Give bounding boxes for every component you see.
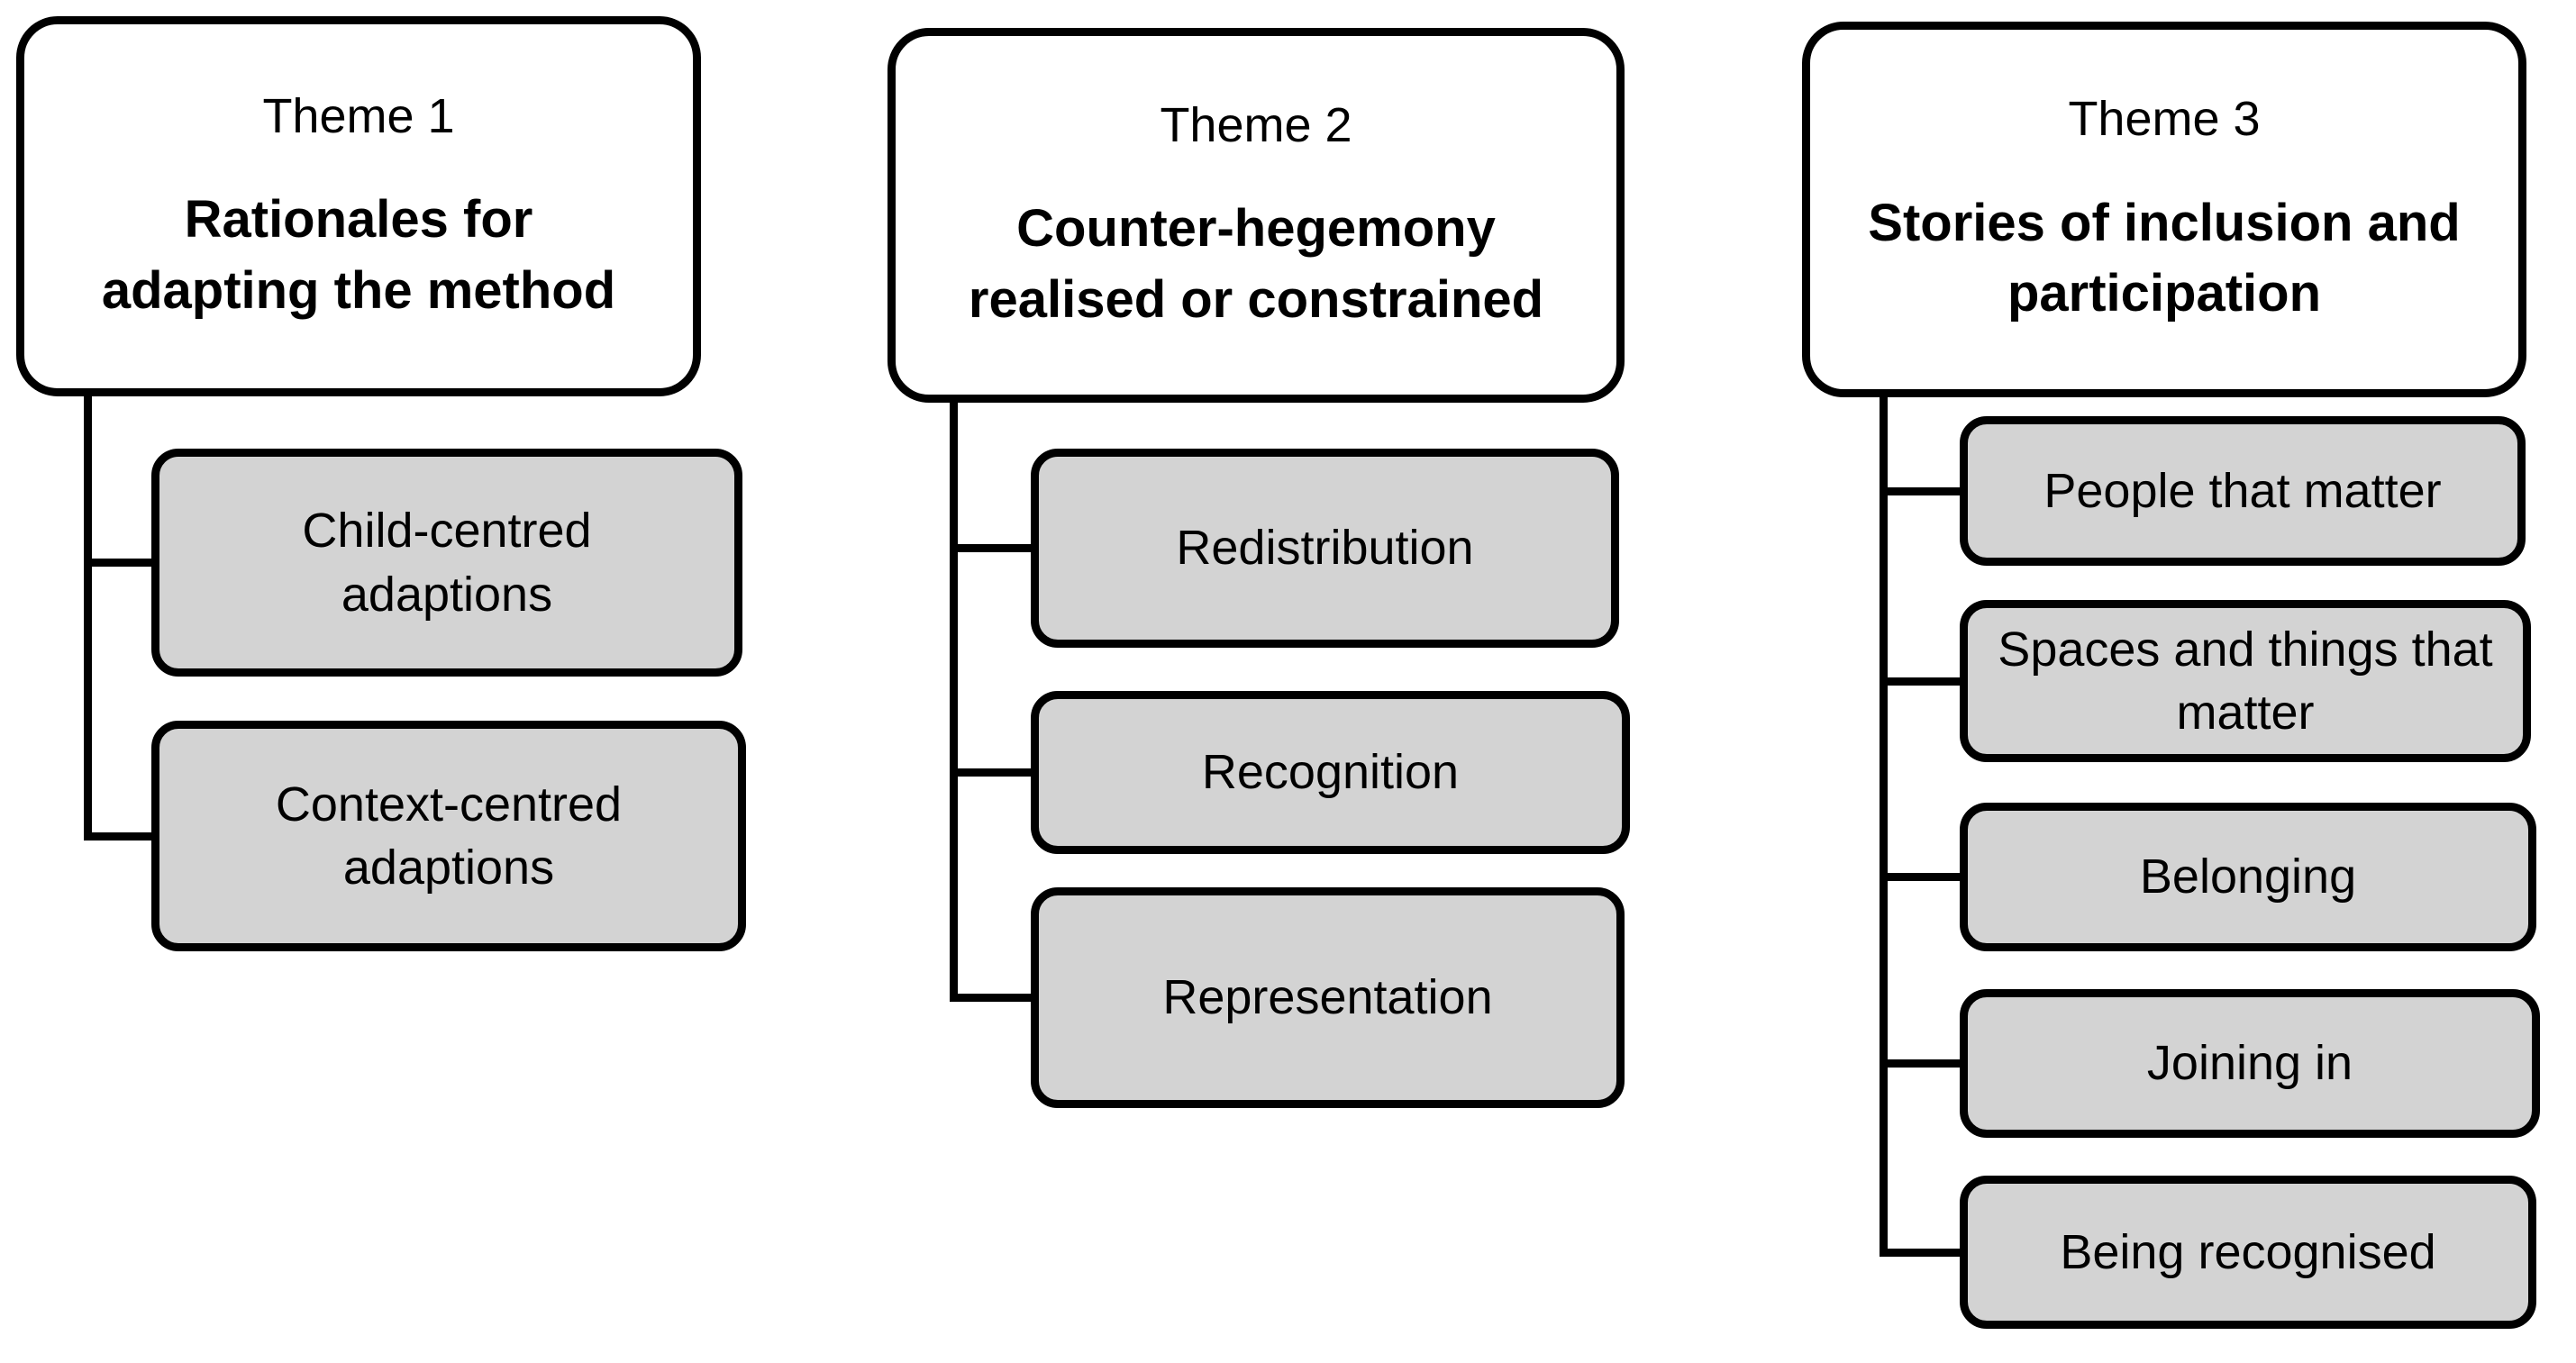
theme-2-connector-stub-1	[950, 544, 1031, 552]
subtheme-belonging: Belonging	[1960, 803, 2536, 951]
theme-2-connector-trunk	[950, 399, 958, 1002]
theme-2-connector-stub-3	[950, 994, 1031, 1002]
subtheme-people-that-matter: People that matter	[1960, 416, 2526, 566]
subtheme-spaces-and-things-that-matter: Spaces and things that matter	[1960, 600, 2531, 762]
theme-3-box: Theme 3 Stories of inclusion and partici…	[1802, 22, 2526, 397]
theme-2-connector-stub-2	[950, 768, 1031, 777]
theme-3-title: Stories of inclusion and participation	[1868, 193, 2461, 323]
theme-1-title: Rationales for adapting the method	[101, 190, 616, 320]
theme-3-connector-stub-1	[1880, 487, 1960, 495]
theme-1-connector-trunk	[84, 393, 92, 841]
theme-2-label: Theme 2	[1160, 97, 1352, 152]
theme-3-label: Theme 3	[2068, 92, 2261, 147]
theme-1-connector-stub-1	[84, 559, 151, 567]
theme-3-connector-stub-2	[1880, 677, 1960, 686]
theme-1-connector-stub-2	[84, 832, 151, 841]
theme-3-connector-trunk	[1880, 394, 1888, 1256]
subtheme-redistribution: Redistribution	[1031, 449, 1619, 648]
theme-1-label: Theme 1	[262, 88, 455, 143]
theme-2-box: Theme 2 Counter-hegemony realised or con…	[887, 28, 1625, 403]
subtheme-joining-in: Joining in	[1960, 989, 2540, 1138]
subtheme-representation: Representation	[1031, 887, 1625, 1108]
subtheme-being-recognised: Being recognised	[1960, 1176, 2536, 1329]
subtheme-context-centred-adaptions: Context-centred adaptions	[151, 721, 746, 951]
theme-2-title: Counter-hegemony realised or constrained	[968, 199, 1544, 329]
subtheme-recognition: Recognition	[1031, 691, 1630, 854]
theme-1-box: Theme 1 Rationales for adapting the meth…	[16, 16, 701, 396]
theme-3-connector-stub-5	[1880, 1249, 1960, 1257]
subtheme-child-centred-adaptions: Child-centred adaptions	[151, 449, 742, 677]
theme-3-connector-stub-4	[1880, 1059, 1960, 1068]
theme-3-connector-stub-3	[1880, 873, 1960, 881]
